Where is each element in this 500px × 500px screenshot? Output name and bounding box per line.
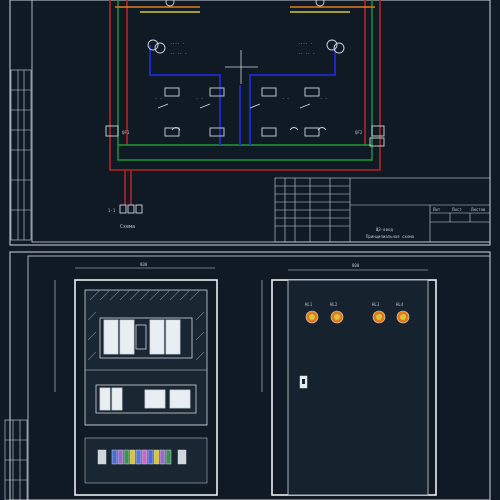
title-block-doc-subtitle: Принципиальная схема [366,234,415,239]
cabinet-open-view: 800 [54,262,218,496]
svg-text:- -: - - [282,96,289,101]
indicator-label-3: HL3 [372,302,380,307]
cabinet-door-view: 800 HL1 HL2 HL3 HL4 [261,263,437,496]
dimension-left: 800 [140,262,148,267]
top-sheet: ---- - -- -- - ---- - -- -- - - - - - - - - … [9,0,491,246]
left-terminal-label: QF1 [122,130,130,135]
dimension-right: 800 [352,263,360,268]
svg-text:- -: - - [155,96,162,101]
title-block [274,177,491,243]
schematic-caption: Схема [120,224,135,230]
indicator-label-2: HL2 [330,302,338,307]
crosshair-icon [225,50,258,84]
binding-strip-top [10,69,32,241]
svg-text:-- -- -: -- -- - [170,51,187,56]
svg-text:- -: - - [196,96,203,101]
indicator-lamp-icon [305,310,410,324]
title-block-col-lit: Лит [433,207,441,212]
indicator-label-1: HL1 [305,302,313,307]
svg-text:-- -- -: -- -- - [298,51,315,56]
door-lock-icon [299,375,308,389]
title-block-col-sheets: Листов [471,207,485,212]
svg-text:---- -: ---- - [170,41,184,46]
terminal-strip [84,437,208,484]
cable-mark: 1-1 [108,208,116,213]
right-terminal-label: QF2 [355,130,363,135]
bottom-sheet: 800 [4,251,491,500]
binding-strip-bottom [4,419,28,500]
title-block-doc-title: ЩЗ-ввод [376,227,393,232]
svg-text:---- -: ---- - [298,41,312,46]
electrical-schematic: ---- - -- -- - ---- - -- -- - - - - - - - - … [105,0,385,230]
title-block-col-sheet: Лист [452,207,462,212]
indicator-label-4: HL4 [396,302,404,307]
svg-text:- -: - - [320,96,327,101]
